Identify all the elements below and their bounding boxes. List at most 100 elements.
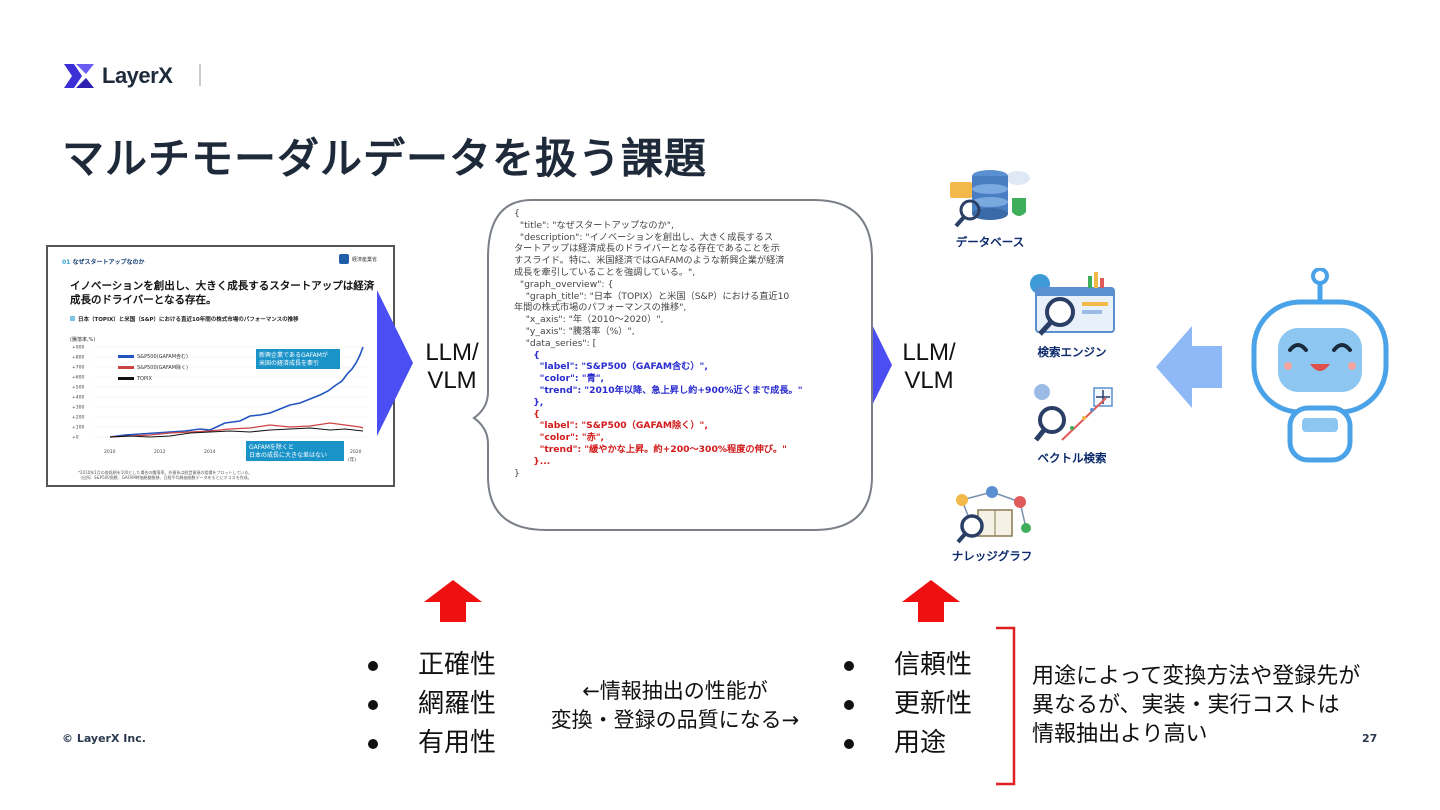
bullet-dot-icon [844,660,854,671]
json-line: "title": "なぜスタートアップなのか", [514,219,674,231]
source-chart-title-text: 日本（TOPIX）と米国（S&P）における直近10年間の株式市場のパフォーマンス… [78,317,299,323]
org-name: 経済産業省 [351,256,377,263]
json-line: { [514,208,520,219]
tool-database: データベース [940,164,1040,250]
right-note-line-2: 異なるが、実装・実行コストは [1032,693,1340,718]
vlm-text: VLM [904,367,954,394]
legend-item-2: S&P500(GAFAM除く) [137,364,188,371]
source-slide-section: 01 なぜスタートアップなのか [62,257,144,266]
tool-vector-search: ベクトル検索 [1020,380,1124,466]
bullet-text: 網羅性 [418,689,497,719]
legend: S&P500(GAFAM含む) S&P500(GAFAM除く) TOPIX [118,353,188,382]
chevron-right-icon-1 [377,290,413,436]
database-icon [950,170,1030,228]
list-item: 網羅性 [368,685,496,724]
left-bullet-list: 正確性 網羅性 有用性 [368,646,496,763]
bullet-square-icon [70,316,75,321]
list-item: 信頼性 [844,646,972,685]
bullet-dot-icon [844,699,854,710]
y-tick-label: +400 [72,395,84,401]
ministry-icon [338,254,349,264]
source-headline: イノベーションを創出し、大きく成長するスタートアップは経済成長のドライバーとなる… [70,280,375,306]
org-logo: 経済産業省 [338,254,377,264]
json-line: 年間の株式市場のパフォーマンスの推移", [514,302,687,314]
source-footnote: *2010年1月の各銘柄を100とした場合の騰落率。外資系は経営資源の相場をプロ… [78,470,378,480]
source-chart-title: 日本（TOPIX）と米国（S&P）における直近10年間の株式市場のパフォーマンス… [70,315,299,323]
tool-label-database: データベース [955,235,1025,249]
right-note-line-1: 用途によって変換方法や登録先が [1032,664,1361,689]
json-line: "color": "青", [514,373,605,385]
y-tick-label: +600 [72,375,84,381]
json-line: "trend": "2010年以降、急上昇し約+900%近くまで成長。" [514,384,803,396]
source-line-chart: (騰落率,%) +900+800+700+600+500+400+300+200… [70,336,366,463]
bullet-dot-icon [368,738,378,749]
tool-label-knowledge: ナレッジグラフ [951,549,1033,563]
series-sp500-gafam [109,346,364,438]
vector-search-icon [1034,384,1113,442]
legend-item-3: TOPIX [136,376,152,382]
y-axis-label: (騰落率,%) [70,336,95,343]
logo-divider [199,64,201,86]
y-tick-label: +700 [72,365,84,371]
json-line: } [514,467,520,479]
list-item: 用途 [844,724,972,763]
series-sp500-ex-gafam [109,422,364,438]
section-title: なぜスタートアップなのか [72,259,145,266]
middle-note-line-1: ←情報抽出の性能が [582,679,768,703]
tool-knowledge-graph: ナレッジグラフ [940,480,1044,564]
json-line: }... [514,455,551,467]
bullet-text: 正確性 [418,650,497,680]
json-line: タートアップは経済成長のドライバーとなる存在であることを示 [514,243,780,255]
json-line: すスライド。特に、米国経済ではGAFAMのような新興企業が経済 [514,255,785,267]
y-tick-label: +900 [72,345,84,351]
json-text: { "title": "なぜスタートアップなのか", "description"… [514,208,844,479]
legend-swatch-blue [118,355,134,358]
x-tick-label: 2010 [104,449,116,455]
y-tick-label: +300 [72,405,84,411]
callout-bottom-box [246,441,344,461]
series-topix [109,427,364,438]
copyright: © LayerX Inc. [62,732,146,745]
callout-top-line2: 米国の経済成長を牽引 [259,359,319,367]
legend-swatch-black [118,377,134,380]
json-line: "y_axis": "騰落率（%）", [514,325,635,337]
bullet-dot-icon [368,699,378,710]
json-line: "graph_title": "日本（TOPIX）と米国（S&P）における直近1… [514,290,790,302]
knowledge-graph-icon [956,486,1031,544]
y-ticks: +900+800+700+600+500+400+300+200+100+0 [72,345,366,441]
json-output-bubble: { "title": "なぜスタートアップなのか", "description"… [470,196,878,536]
y-tick-label: +500 [72,385,84,391]
tool-label-search: 検索エンジン [1037,345,1107,359]
llm-vlm-label-1: LLM/ VLM [420,339,484,395]
right-bracket [996,626,1016,786]
json-line: "x_axis": "年（2010〜2020）", [514,314,664,326]
legend-swatch-red [118,366,134,369]
y-tick-label: +100 [72,425,84,431]
json-line: "data_series": [ [514,337,597,349]
arrow-left-icon [1156,326,1222,408]
json-line: "label": "S&P500（GAFAM除く）", [514,420,708,432]
vlm-text: VLM [427,367,477,394]
y-tick-label: +0 [72,435,79,441]
middle-note-line-2: 変換・登録の品質になる→ [550,708,800,732]
slide-title: マルチモーダルデータを扱う課題 [62,134,708,183]
json-line: }, [514,396,544,408]
bullet-dot-icon [368,660,378,671]
json-line: { [514,408,540,420]
bullet-text: 更新性 [894,689,973,719]
list-item: 更新性 [844,685,972,724]
bullet-text: 用途 [894,728,947,758]
bullet-dot-icon [844,738,854,749]
json-line: "description": "イノベーションを創出し、大きく成長するス [514,231,774,243]
y-tick-label: +800 [72,355,84,361]
arrow-up-icon-1 [424,580,482,622]
x-tick-label: 2020 [350,449,362,455]
list-item: 有用性 [368,724,496,763]
json-line: { [514,349,540,361]
llm-vlm-label-2: LLM/ VLM [897,339,961,395]
right-note: 用途によって変換方法や登録先が 異なるが、実装・実行コストは 情報抽出より高い [1032,662,1412,749]
json-line: "trend": "緩やかな上昇。約+200〜300%程度の伸び。" [514,443,787,455]
page-number: 27 [1362,732,1378,745]
list-item: 正確性 [368,646,496,685]
